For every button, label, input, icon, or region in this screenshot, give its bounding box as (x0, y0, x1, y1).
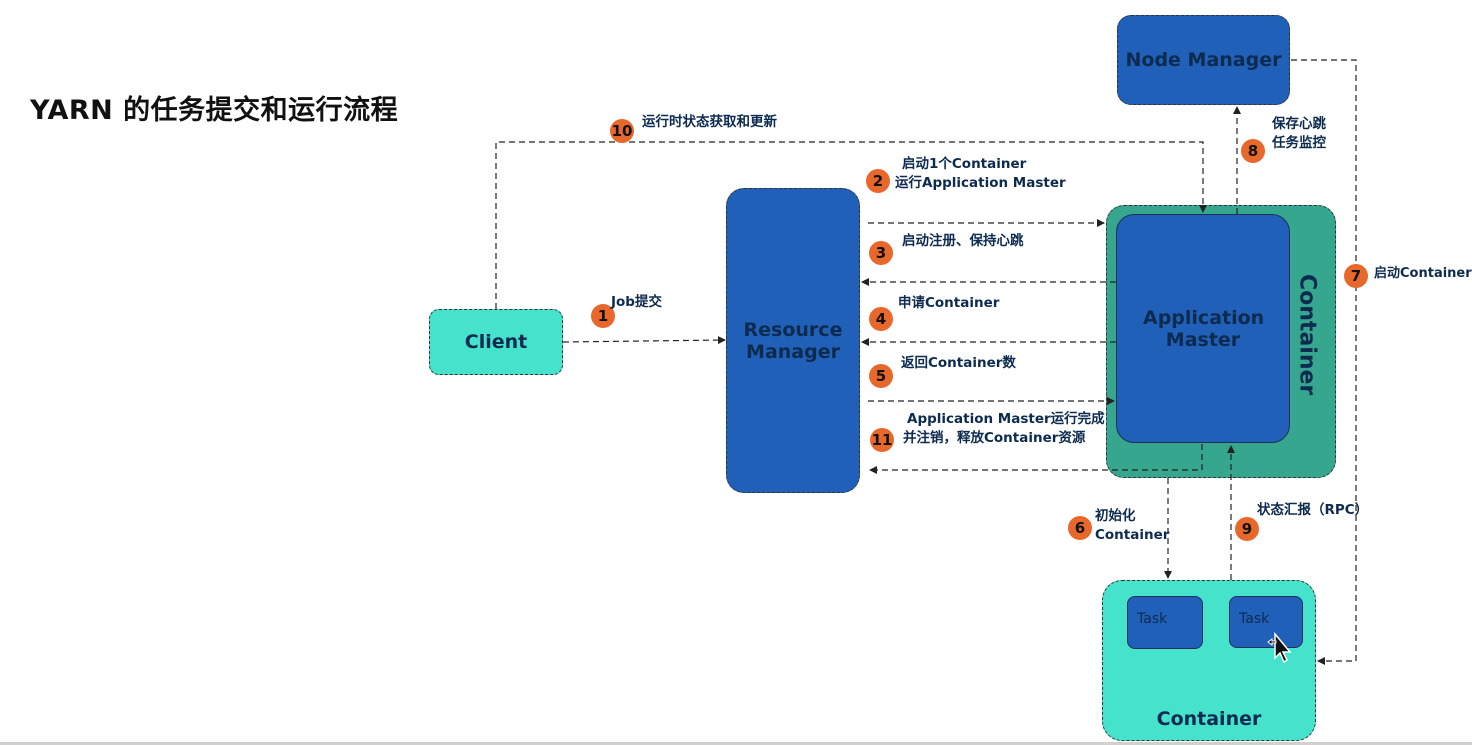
step-label-1: Job提交 (611, 294, 662, 310)
application-master-label: Application Master (1143, 306, 1265, 351)
step-label-10: 运行时状态获取和更新 (642, 114, 777, 130)
client-box: Client (429, 309, 563, 375)
step-badge-4: 4 (869, 307, 893, 331)
step-label-5: 返回Container数 (901, 355, 1016, 371)
step-label-7: 启动Container (1374, 266, 1472, 281)
step-badge-7: 7 (1344, 264, 1368, 288)
step-badge-11: 11 (870, 428, 894, 452)
step-label-6b: Container (1095, 527, 1170, 543)
arrow-1 (562, 336, 726, 345)
step-label-6a: 初始化 (1095, 508, 1136, 524)
node-manager-box: Node Manager (1117, 15, 1290, 105)
step-badge-8: 8 (1241, 139, 1265, 163)
step-badge-3: 3 (869, 241, 893, 265)
task-box-1: Task (1127, 596, 1203, 649)
am-container-label: Container (1294, 274, 1320, 396)
step-label-3: 启动注册、保持心跳 (902, 233, 1024, 249)
step-label-4: 申请Container (898, 295, 1000, 311)
task-container-label: Container (1156, 708, 1262, 730)
step-label-2b: 运行Application Master (895, 175, 1066, 191)
application-master-box: Application Master (1116, 214, 1290, 443)
arrow-7 (1291, 59, 1357, 665)
task-box-2: Task (1229, 596, 1303, 648)
step-badge-1: 1 (591, 304, 615, 328)
bottom-divider (0, 742, 1472, 745)
step-label-8b: 任务监控 (1272, 135, 1326, 151)
step-badge-6: 6 (1068, 516, 1092, 540)
step-label-11a: Application Master运行完成 (907, 411, 1105, 427)
step-badge-10: 10 (610, 119, 634, 143)
step-badge-9: 9 (1235, 517, 1259, 541)
arrow-11 (869, 444, 1203, 474)
step-badge-5: 5 (869, 364, 893, 388)
resource-manager-label: Resource Manager (743, 318, 843, 363)
mouse-cursor-icon (1267, 631, 1292, 664)
resource-manager-box: Resource Manager (726, 188, 860, 493)
step-label-2a: 启动1个Container (902, 156, 1027, 172)
step-label-11b: 并注销，释放Container资源 (903, 430, 1086, 446)
diagram-title: YARN 的任务提交和运行流程 (30, 95, 399, 126)
step-label-8a: 保存心跳 (1272, 116, 1326, 132)
arrow-10 (495, 141, 1207, 309)
step-badge-2: 2 (866, 169, 890, 193)
step-label-9: 状态汇报（RPC） (1257, 502, 1369, 518)
